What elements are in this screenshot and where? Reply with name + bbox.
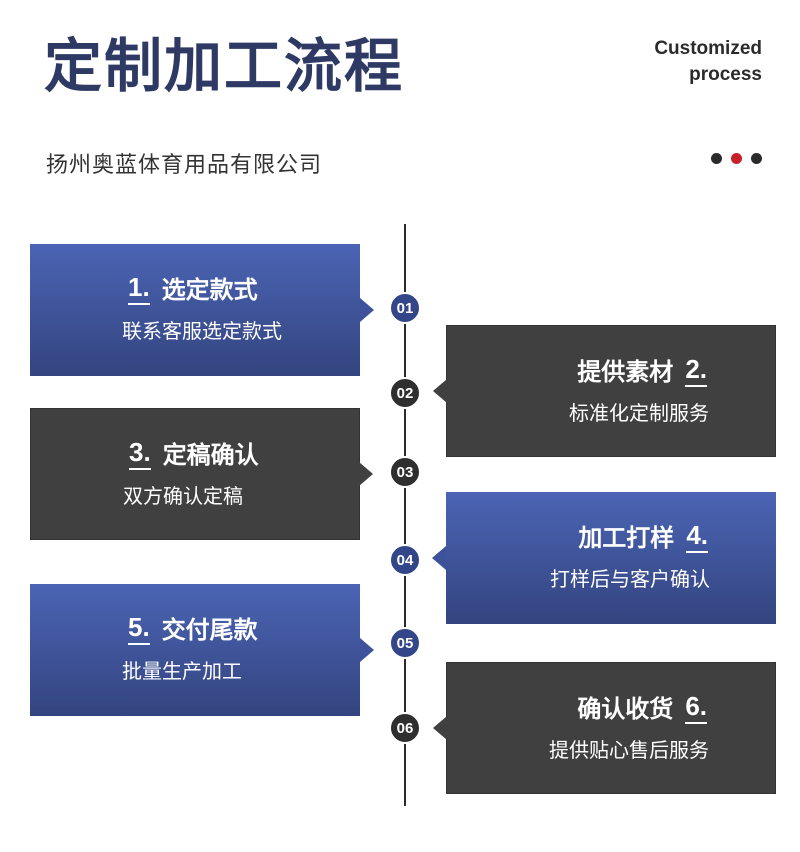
step-card-6: 确认收货 6. 提供贴心售后服务 (433, 662, 776, 794)
timeline-node-01: 01 (389, 292, 421, 324)
english-subtitle-line-2: process (689, 64, 762, 85)
step-description: 打样后与客户确认 (550, 567, 710, 591)
step-description: 提供贴心售后服务 (549, 738, 709, 762)
card-pointer (433, 716, 447, 740)
timeline-node-05: 05 (389, 627, 421, 659)
step-title: 提供素材 (577, 358, 674, 386)
card-pointer (432, 546, 446, 570)
step-number: 1. (128, 274, 150, 305)
step-card-3: 3. 定稿确认 双方确认定稿 (30, 408, 373, 540)
step-card-1: 1. 选定款式 联系客服选定款式 (30, 244, 374, 376)
step-description: 标准化定制服务 (569, 401, 709, 425)
timeline-node-06: 06 (389, 712, 421, 744)
card-pointer (360, 638, 374, 662)
step-header: 加工打样 4. (578, 522, 708, 553)
step-header: 1. 选定款式 (128, 274, 258, 305)
step-header: 5. 交付尾款 (128, 614, 258, 645)
company-name: 扬州奥蓝体育用品有限公司 (46, 153, 323, 178)
timeline-line (404, 224, 406, 806)
step-header: 3. 定稿确认 (129, 439, 259, 470)
dot-3 (751, 153, 762, 164)
step-title: 加工打样 (578, 524, 675, 552)
timeline-node-02: 02 (389, 377, 421, 409)
dot-1 (711, 153, 722, 164)
card-pointer (433, 379, 447, 403)
timeline-node-03: 03 (389, 456, 421, 488)
step-card-4: 加工打样 4. 打样后与客户确认 (432, 492, 776, 624)
english-subtitle: Customized process (654, 36, 762, 88)
step-title: 交付尾款 (161, 616, 258, 644)
step-title: 选定款式 (161, 276, 258, 304)
step-header: 确认收货 6. (577, 693, 707, 724)
step-card-2: 提供素材 2. 标准化定制服务 (433, 325, 776, 457)
step-number: 2. (685, 356, 707, 387)
step-number: 4. (686, 522, 708, 553)
step-description: 联系客服选定款式 (122, 319, 282, 343)
step-card-5: 5. 交付尾款 批量生产加工 (30, 584, 374, 716)
step-number: 5. (128, 614, 150, 645)
timeline-node-04: 04 (389, 544, 421, 576)
decorative-dots (711, 153, 762, 164)
dot-2 (731, 153, 742, 164)
card-pointer (359, 462, 373, 486)
step-number: 3. (129, 439, 151, 470)
step-description: 双方确认定稿 (123, 484, 243, 508)
english-subtitle-line-1: Customized (654, 38, 762, 59)
page-title: 定制加工流程 (44, 32, 405, 100)
step-number: 6. (685, 693, 707, 724)
step-header: 提供素材 2. (577, 356, 707, 387)
step-title: 确认收货 (577, 695, 674, 723)
step-title: 定稿确认 (162, 441, 259, 469)
card-pointer (360, 298, 374, 322)
step-description: 批量生产加工 (122, 659, 242, 683)
